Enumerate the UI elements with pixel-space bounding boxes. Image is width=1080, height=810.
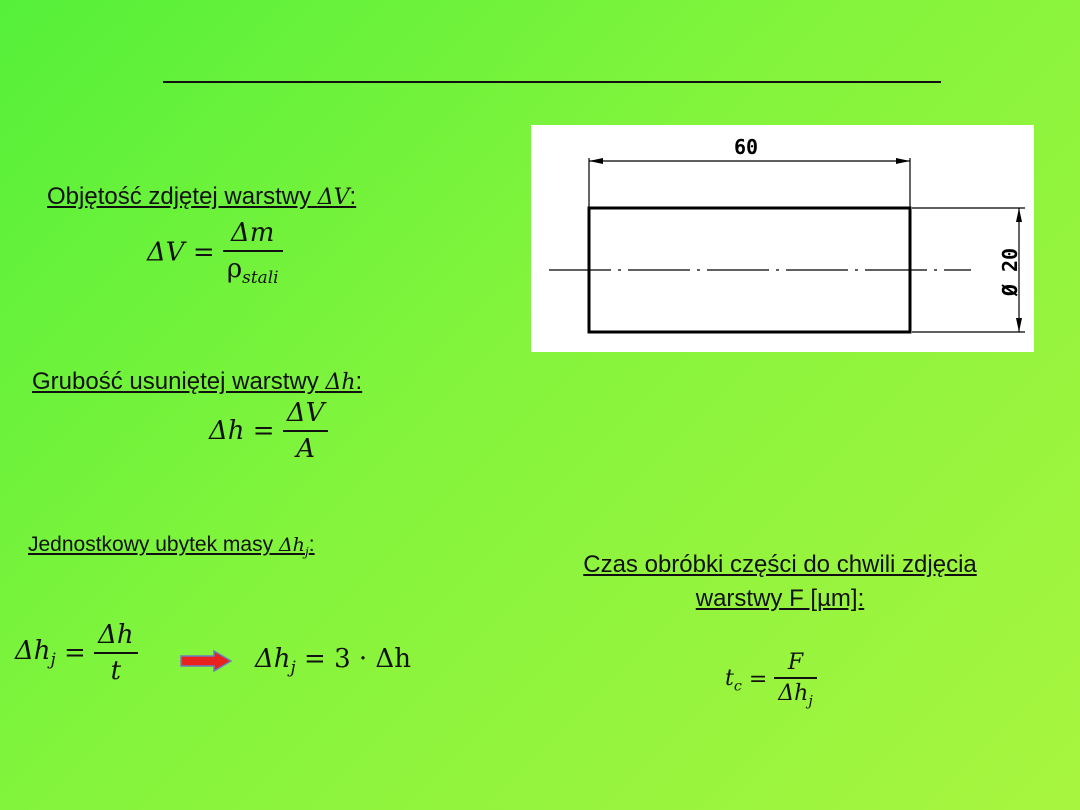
length-dimension-label: 60 xyxy=(734,135,758,159)
volume-denominator: ρstali xyxy=(226,254,279,288)
arrowhead-bottom xyxy=(1016,318,1022,332)
thickness-label: Grubość usuniętej warstwy Δh: xyxy=(32,368,363,395)
title-rule xyxy=(163,81,941,83)
volume-label: Objętość zdjętej warstwy ΔV: xyxy=(47,183,357,210)
diameter-dimension-label: Ø 20 xyxy=(998,248,1022,297)
unit-loss-result-formula: Δhj = 3 · Δh xyxy=(255,644,411,678)
time-denominator: Δhj xyxy=(778,681,813,710)
arrowhead-right xyxy=(896,158,910,164)
volume-numerator: Δm xyxy=(222,218,283,252)
time-numerator: F xyxy=(774,650,817,679)
unit-loss-denominator: t xyxy=(110,656,122,686)
arrowhead-left xyxy=(589,158,603,164)
time-formula: tc = F Δhj xyxy=(725,650,817,709)
thickness-numerator: ΔV xyxy=(282,398,329,432)
cylinder-drawing: 60 Ø 20 xyxy=(531,125,1034,352)
time-label: Czas obróbki części do chwili zdjęcia wa… xyxy=(583,551,977,612)
right-arrow-icon xyxy=(180,650,232,672)
unit-loss-formula: Δhj = Δh t xyxy=(15,620,138,686)
unit-loss-numerator: Δh xyxy=(94,620,138,654)
thickness-formula: Δh = ΔV A xyxy=(209,398,329,464)
unit-loss-label: Jednostkowy ubytek masy Δhj: xyxy=(28,533,315,559)
volume-formula: ΔV = Δm ρstali xyxy=(147,218,283,287)
arrowhead-top xyxy=(1016,208,1022,222)
thickness-denominator: A xyxy=(296,434,316,464)
